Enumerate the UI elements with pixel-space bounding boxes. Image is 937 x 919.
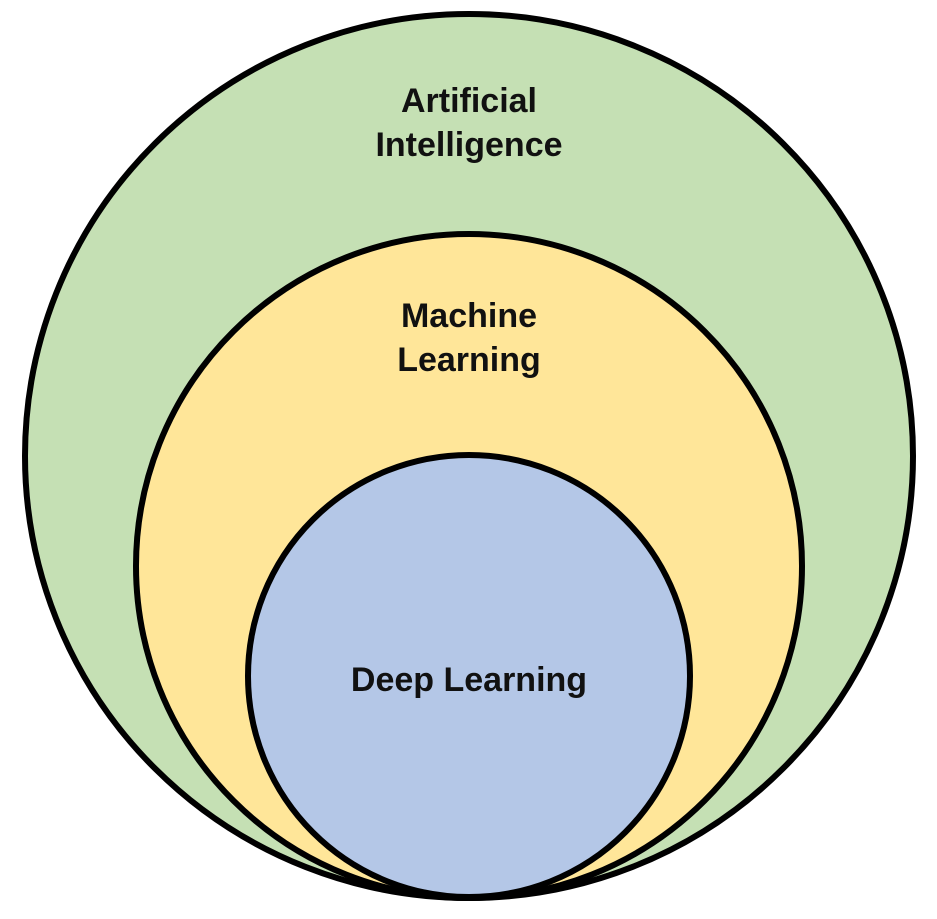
ai-label-line-1: Artificial [401, 82, 537, 120]
dl-label: Deep Learning [351, 661, 587, 699]
ml-label-line-1: Machine [401, 297, 537, 335]
ml-label-line-2: Learning [397, 341, 541, 379]
dl-circle [245, 452, 693, 900]
ai-label-line-2: Intelligence [375, 126, 562, 164]
